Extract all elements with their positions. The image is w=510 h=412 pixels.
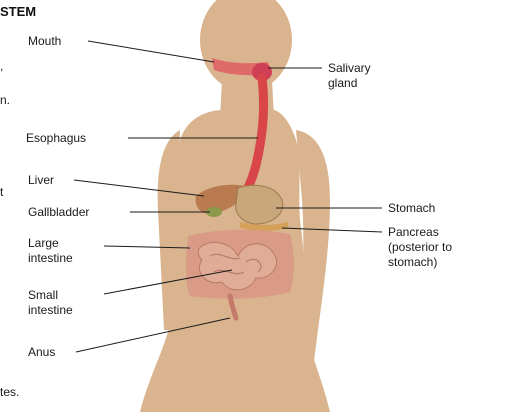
label-small-intestine-line1: Small [28,288,58,302]
title-fragment: STEM [0,4,36,19]
margin-fragment-2: n. [0,93,10,107]
margin-fragment-4: tes. [0,385,19,399]
margin-fragment-1: , [0,59,3,73]
label-mouth: Mouth [28,34,61,48]
label-pancreas-line3: stomach) [388,255,437,269]
margin-fragment-3: t [0,185,4,199]
stomach [236,185,283,224]
label-anus: Anus [28,345,55,359]
label-esophagus: Esophagus [26,131,86,145]
label-salivary-gland-line2: gland [328,76,357,90]
label-small-intestine-line2: intestine [28,303,73,317]
label-stomach: Stomach [388,201,435,215]
label-salivary-gland-line1: Salivary [328,61,371,75]
label-large-intestine-line2: intestine [28,251,73,265]
label-large-intestine-line1: Large [28,236,59,250]
label-pancreas-line1: Pancreas [388,225,439,239]
label-gallbladder: Gallbladder [28,205,89,219]
label-pancreas-line2: (posterior to [388,240,452,254]
label-liver: Liver [28,173,54,187]
body-silhouette [140,0,330,412]
